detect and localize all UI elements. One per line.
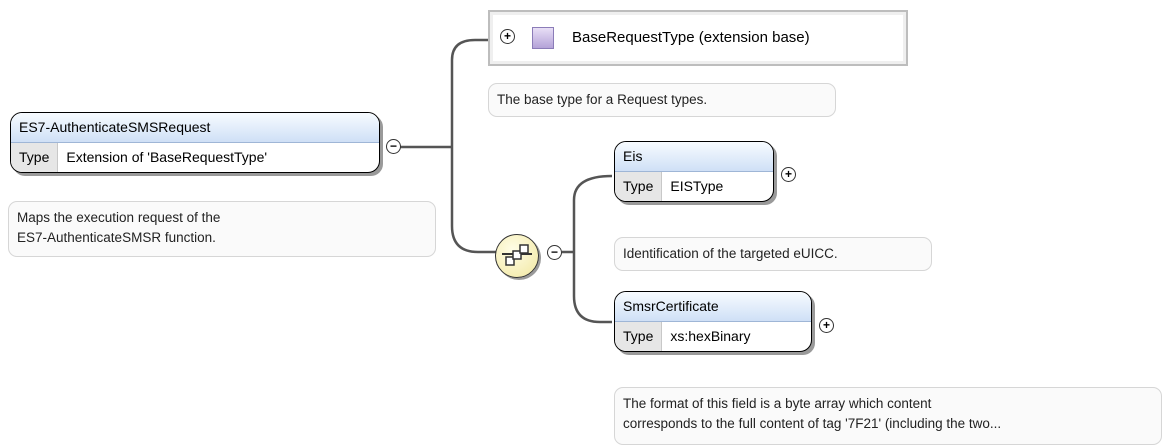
smsrcertificate-annotation-line-1: The format of this field is a byte array… <box>623 396 932 411</box>
base-annotation-text: The base type for a Request types. <box>497 92 708 107</box>
root-annotation: Maps the execution request of the ES7-Au… <box>8 201 436 257</box>
root-annotation-line-1: Maps the execution request of the <box>17 210 221 225</box>
child-element-eis[interactable]: Eis Type EISType <box>614 141 774 202</box>
sequence-collapse-toggle[interactable]: − <box>547 245 562 260</box>
child-element-smsrcertificate[interactable]: SmsrCertificate Type xs:hexBinary <box>614 291 812 352</box>
smsrcertificate-expand-toggle[interactable]: + <box>819 318 834 333</box>
eis-annotation: Identification of the targeted eUICC. <box>614 237 932 271</box>
base-annotation: The base type for a Request types. <box>488 83 836 117</box>
eis-annotation-text: Identification of the targeted eUICC. <box>623 246 838 261</box>
smsrcertificate-type-value: xs:hexBinary <box>670 328 751 344</box>
root-type-label: Type <box>11 143 59 172</box>
complex-type-icon <box>532 27 554 49</box>
smsrcertificate-element-name: SmsrCertificate <box>615 292 811 322</box>
base-expand-toggle[interactable]: + <box>500 29 515 44</box>
sequence-compositor-icon[interactable] <box>495 234 539 278</box>
root-element-name: ES7-AuthenticateSMSRequest <box>11 113 379 143</box>
base-type-label: BaseRequestType (extension base) <box>572 29 810 46</box>
root-element-box[interactable]: ES7-AuthenticateSMSRequest Type Extensio… <box>10 112 380 173</box>
smsrcertificate-type-label: Type <box>615 322 663 351</box>
eis-type-value: EISType <box>670 178 724 194</box>
root-annotation-line-2: ES7-AuthenticateSMSR function. <box>17 230 216 245</box>
eis-element-name: Eis <box>615 142 773 172</box>
base-type-box[interactable]: + BaseRequestType (extension base) <box>488 10 908 66</box>
smsrcertificate-annotation: The format of this field is a byte array… <box>614 387 1162 445</box>
root-type-value: Extension of 'BaseRequestType' <box>66 149 268 165</box>
sequence-glyph-icon <box>502 244 532 266</box>
eis-expand-toggle[interactable]: + <box>781 167 796 182</box>
eis-type-label: Type <box>615 172 663 201</box>
root-collapse-toggle[interactable]: − <box>386 139 401 154</box>
smsrcertificate-annotation-line-2: corresponds to the full content of tag '… <box>623 416 1002 431</box>
